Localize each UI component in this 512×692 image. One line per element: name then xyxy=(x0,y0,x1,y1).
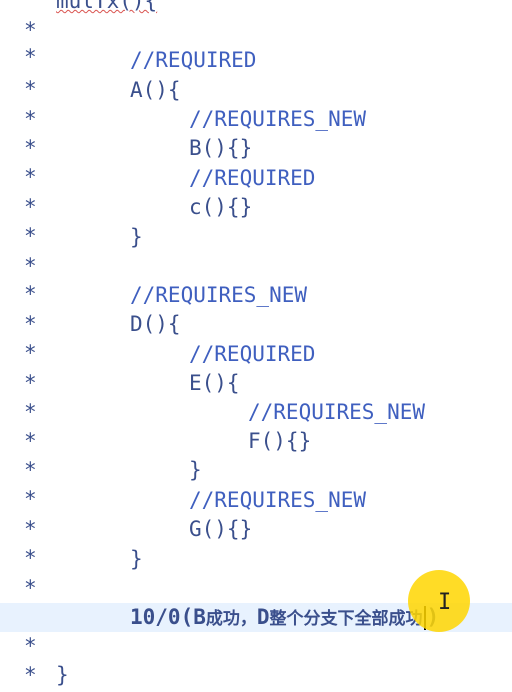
comment-star: * xyxy=(24,224,37,249)
code-line[interactable]: * //REQUIRED xyxy=(0,164,512,219)
code-text: //REQUIRES_NEW xyxy=(189,488,367,512)
code-line[interactable]: * D(){ xyxy=(0,310,512,365)
comment-star: * xyxy=(24,517,37,542)
code-line[interactable]: * } xyxy=(0,223,512,278)
code-text: //REQUIRES_NEW xyxy=(130,283,308,307)
code-line[interactable]: * G(){} xyxy=(0,515,512,570)
code-line[interactable]: * //REQUIRED xyxy=(0,46,512,101)
code-text: B(){} xyxy=(189,136,253,160)
code-line[interactable]: * c(){} xyxy=(0,193,512,248)
code-text: mulTx(){ xyxy=(56,0,158,13)
code-line[interactable]: * xyxy=(0,632,512,687)
code-line[interactable]: * //REQUIRED xyxy=(0,340,512,395)
code-line[interactable]: * B(){} xyxy=(0,134,512,189)
code-line[interactable]: * } xyxy=(0,661,512,690)
comment-star: * xyxy=(24,77,37,102)
comment-star: * xyxy=(24,254,37,279)
comment-star: * xyxy=(24,45,37,70)
code-text: A(){ xyxy=(130,78,181,102)
code-line[interactable]: * } xyxy=(0,456,512,511)
code-line[interactable]: * A(){ xyxy=(0,76,512,131)
comment-star: * xyxy=(24,576,37,601)
comment-star: * xyxy=(24,663,37,688)
code-text: } xyxy=(189,458,202,482)
code-letter: B xyxy=(193,605,206,629)
code-text: //REQUIRED xyxy=(189,166,316,190)
chinese-text: 成功， xyxy=(205,609,257,629)
code-text: D(){ xyxy=(130,312,181,336)
code-text: F(){} xyxy=(248,429,312,453)
code-text: c(){} xyxy=(189,195,253,219)
comment-star: * xyxy=(24,18,37,43)
code-text: //REQUIRES_NEW xyxy=(248,400,426,424)
comment-star: * xyxy=(24,107,37,132)
code-line[interactable]: * } xyxy=(0,545,512,600)
code-line[interactable]: * F(){} xyxy=(0,427,512,482)
comment-star: * xyxy=(24,165,37,190)
comment-star: * xyxy=(24,400,37,425)
i-beam-cursor-icon: I xyxy=(438,590,452,615)
comment-star: * xyxy=(24,429,37,454)
code-text: } xyxy=(56,663,69,687)
comment-star: * xyxy=(24,195,37,220)
code-text: E(){ xyxy=(189,371,240,395)
code-text: 10/0(B成功，D整个分支下全部成功) xyxy=(130,603,439,634)
comment-star: * xyxy=(24,487,37,512)
code-text: } xyxy=(130,225,143,249)
code-line[interactable]: * //REQUIRES_NEW xyxy=(0,398,512,453)
comment-star: * xyxy=(24,371,37,396)
comment-star: * xyxy=(24,634,37,659)
code-text: //REQUIRES_NEW xyxy=(189,107,367,131)
cursor-highlight-circle xyxy=(408,570,470,632)
code-line[interactable]: * E(){ xyxy=(0,369,512,424)
code-line[interactable]: * //REQUIRES_NEW xyxy=(0,281,512,336)
code-line[interactable]: * //REQUIRES_NEW xyxy=(0,486,512,541)
code-expression: 10/0( xyxy=(130,605,194,629)
code-text: G(){} xyxy=(189,517,253,541)
comment-star: * xyxy=(24,458,37,483)
code-line[interactable]: * mulTx(){ xyxy=(0,0,512,42)
chinese-text: 整个分支下全部成功 xyxy=(269,609,423,629)
code-line[interactable]: * xyxy=(0,14,512,69)
comment-star: * xyxy=(24,312,37,337)
code-text: //REQUIRED xyxy=(130,48,257,72)
comment-star: * xyxy=(24,546,37,571)
comment-star: * xyxy=(24,341,37,366)
code-line[interactable]: * //REQUIRES_NEW xyxy=(0,105,512,160)
code-text: //REQUIRED xyxy=(189,342,316,366)
code-letter: D xyxy=(256,605,270,629)
comment-star: * xyxy=(24,136,37,161)
code-text: } xyxy=(130,547,143,571)
code-line[interactable]: * xyxy=(0,251,512,306)
comment-star: * xyxy=(24,282,37,307)
